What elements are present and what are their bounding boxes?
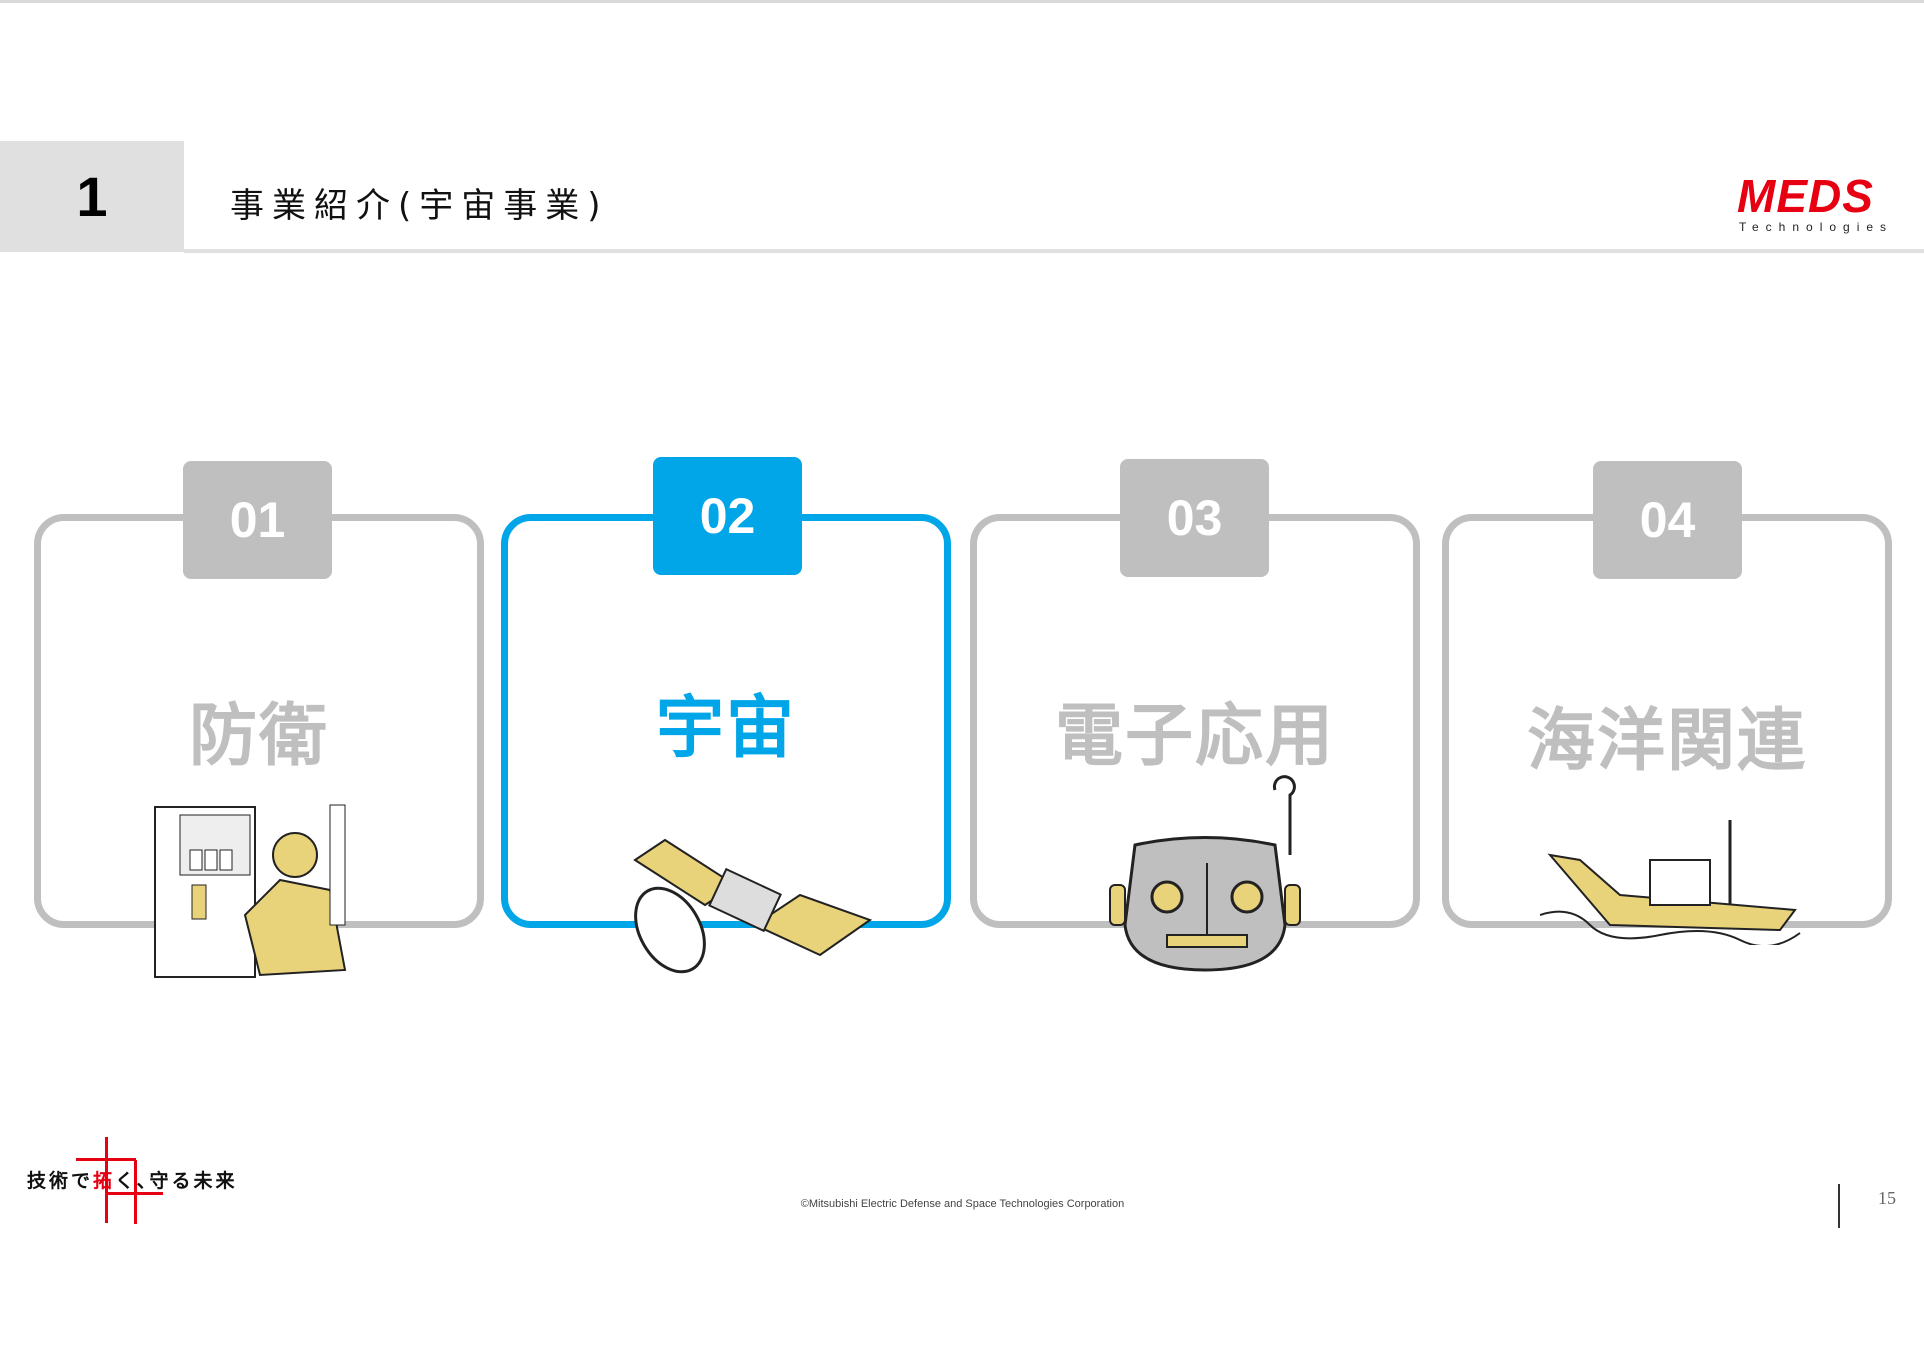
card-number-03: 03 (1120, 459, 1269, 577)
page-divider (1838, 1184, 1840, 1228)
tagline-pre: 技術で (27, 1170, 94, 1192)
satellite-illustration-icon (633, 838, 873, 974)
tagline-post: く､守る未来 (115, 1170, 238, 1192)
card-number-01: 01 (183, 461, 332, 579)
header-underline (184, 249, 1924, 253)
tagline-mark-line (105, 1192, 163, 1195)
ship-illustration-icon (1540, 820, 1801, 945)
tagline-mark-line (76, 1158, 136, 1161)
page-title: 事業紹介(宇宙事業) (230, 186, 609, 226)
card-label-space: 宇宙 (655, 689, 796, 768)
card-number-04: 04 (1593, 461, 1742, 579)
meds-logo: MEDS Technologies (1737, 172, 1893, 234)
robot-illustration-icon (1109, 775, 1301, 972)
section-number: 1 (0, 141, 184, 252)
tagline-mark-line (105, 1137, 108, 1223)
card-number-02: 02 (653, 457, 802, 575)
technician-illustration-icon (154, 804, 347, 978)
footer-tagline: 技術で拓く､守る未来 (27, 1166, 238, 1193)
card-label-defense: 防衛 (188, 697, 329, 776)
page-number: 15 (1878, 1188, 1896, 1208)
card-label-electronics: 電子応用 (1054, 697, 1335, 776)
logo-brand: MEDS (1737, 170, 1874, 222)
tagline-mark: 拓 (93, 1170, 116, 1192)
top-divider (0, 0, 1924, 3)
logo-sub: Technologies (1739, 220, 1894, 234)
card-space[interactable] (501, 514, 951, 928)
card-label-marine: 海洋関連 (1526, 702, 1807, 781)
copyright: ©Mitsubishi Electric Defense and Space T… (800, 1198, 1125, 1210)
